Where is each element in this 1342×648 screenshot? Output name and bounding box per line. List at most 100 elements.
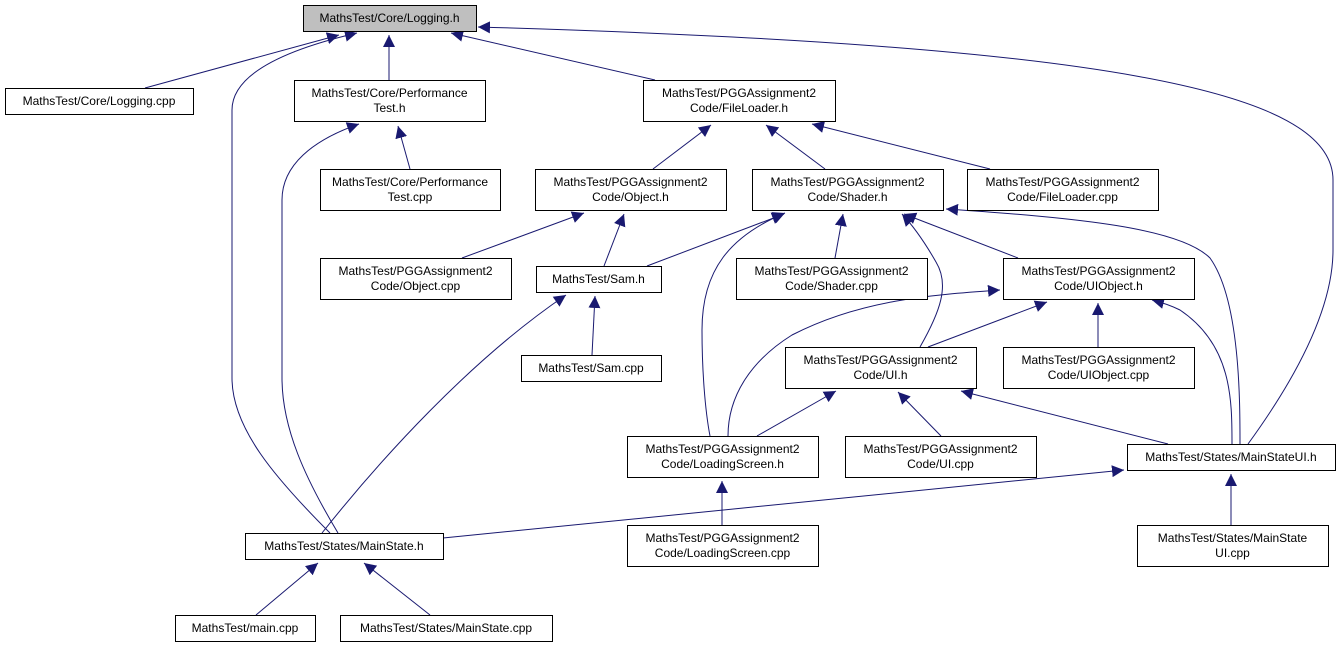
edge-uiobject_h-to-ui_h xyxy=(927,300,1048,348)
node-label: MathsTest/Sam.cpp xyxy=(538,361,644,375)
node-box xyxy=(245,533,444,560)
node-label: Code/Object.cpp xyxy=(371,279,461,293)
node-label: MathsTest/PGGAssignment2 xyxy=(645,442,799,456)
edge-logging_h-to-mainstate_h xyxy=(231,29,358,534)
edge-object_h-to-sam_h xyxy=(603,213,626,267)
node-label: MathsTest/PGGAssignment2 xyxy=(863,442,1017,456)
node-label: Code/Shader.cpp xyxy=(785,279,878,293)
edges-layer xyxy=(144,21,1334,616)
node-box xyxy=(1003,258,1195,300)
edge-perftest_h-to-mainstate_h xyxy=(281,122,360,534)
node-box xyxy=(340,615,553,642)
node-box xyxy=(536,266,662,293)
node-fileloader-h[interactable]: MathsTest/PGGAssignment2Code/FileLoader.… xyxy=(643,80,836,122)
node-label: MathsTest/PGGAssignment2 xyxy=(1021,264,1175,278)
node-label: MathsTest/PGGAssignment2 xyxy=(803,353,957,367)
edge-sam_h-to-sam_cpp xyxy=(588,295,601,356)
node-logging-h: MathsTest/Core/Logging.h xyxy=(303,5,477,32)
node-mainstateui-h[interactable]: MathsTest/States/MainStateUI.h xyxy=(1127,444,1336,471)
node-box xyxy=(5,88,194,115)
edge-mainstate_h-to-mainstate_cpp xyxy=(363,562,431,616)
node-label: MathsTest/PGGAssignment2 xyxy=(770,175,924,189)
node-box xyxy=(627,525,819,567)
edge-logging_h-to-logging_cpp xyxy=(144,32,340,89)
edge-ui_h-to-loadingscreen_h xyxy=(756,390,837,437)
node-loadingscreen-h[interactable]: MathsTest/PGGAssignment2Code/LoadingScre… xyxy=(627,436,819,478)
edge-shader_h-to-loadingscreen_h xyxy=(701,212,786,437)
node-box xyxy=(320,169,501,211)
node-label: MathsTest/PGGAssignment2 xyxy=(645,531,799,545)
edge-sam_h-to-mainstate_h xyxy=(321,294,567,534)
node-label: Code/LoadingScreen.cpp xyxy=(655,546,791,560)
node-label: UI.cpp xyxy=(1215,546,1250,560)
node-box xyxy=(643,80,836,122)
node-logging-cpp[interactable]: MathsTest/Core/Logging.cpp xyxy=(5,88,194,115)
node-loadingscreen-cpp[interactable]: MathsTest/PGGAssignment2Code/LoadingScre… xyxy=(627,525,819,567)
node-box xyxy=(320,258,512,300)
edge-ui_h-to-ui_cpp xyxy=(897,391,942,437)
edge-mainstate_h-to-main_cpp xyxy=(255,562,319,616)
node-label: Code/UI.h xyxy=(853,368,907,382)
node-box xyxy=(736,258,928,300)
node-label: MathsTest/States/MainStateUI.h xyxy=(1145,450,1316,464)
node-label: MathsTest/States/MainState.h xyxy=(264,539,423,553)
node-label: MathsTest/Sam.h xyxy=(552,272,645,286)
node-fileloader-cpp[interactable]: MathsTest/PGGAssignment2Code/FileLoader.… xyxy=(967,169,1159,211)
edge-mainstateui_h-to-mainstate_h xyxy=(442,465,1125,539)
node-box xyxy=(752,169,944,211)
node-label: Test.cpp xyxy=(388,190,433,204)
node-box xyxy=(1003,347,1195,389)
node-label: Code/Shader.h xyxy=(807,190,887,204)
edge-fileloader_h-to-object_h xyxy=(652,124,712,170)
edge-shader_h-to-shader_cpp xyxy=(834,213,847,259)
edge-perftest_h-to-perftest_cpp xyxy=(395,125,411,170)
node-label: Test.h xyxy=(373,101,405,115)
edge-logging_h-to-fileloader_h xyxy=(450,29,656,81)
node-uiobject-cpp[interactable]: MathsTest/PGGAssignment2Code/UIObject.cp… xyxy=(1003,347,1195,389)
edge-shader_h-to-sam_h xyxy=(646,212,785,267)
edge-logging_h-to-mainstateui_h xyxy=(477,21,1334,445)
node-label: MathsTest/States/MainState.cpp xyxy=(360,621,532,635)
node-label: MathsTest/States/MainState xyxy=(1158,531,1308,545)
node-label: MathsTest/Core/Logging.h xyxy=(319,11,459,25)
node-box xyxy=(175,615,316,642)
node-label: Code/FileLoader.h xyxy=(690,101,788,115)
edge-ui_h-to-mainstateui_h xyxy=(960,388,1169,445)
node-box xyxy=(967,169,1159,211)
node-box xyxy=(785,347,977,389)
edge-fileloader_h-to-fileloader_cpp xyxy=(811,121,991,170)
edge-uiobject_h-to-mainstateui_h xyxy=(1151,297,1233,445)
edge-fileloader_h-to-shader_h xyxy=(765,124,826,170)
node-label: Code/LoadingScreen.h xyxy=(661,457,784,471)
edge-uiobject_h-to-loadingscreen_h xyxy=(727,284,1001,437)
edge-object_h-to-object_cpp xyxy=(461,211,585,259)
node-box xyxy=(535,169,727,211)
node-mainstate-h[interactable]: MathsTest/States/MainState.h xyxy=(245,533,444,560)
node-label: MathsTest/PGGAssignment2 xyxy=(553,175,707,189)
node-label: Code/Object.h xyxy=(592,190,669,204)
edge-shader_h-to-uiobject_h xyxy=(903,212,1019,259)
node-label: MathsTest/Core/Performance xyxy=(311,86,467,100)
node-mainstateui-cpp[interactable]: MathsTest/States/MainStateUI.cpp xyxy=(1137,525,1329,567)
node-box xyxy=(1137,525,1329,567)
node-sam-h[interactable]: MathsTest/Sam.h xyxy=(536,266,662,293)
node-mainstate-cpp[interactable]: MathsTest/States/MainState.cpp xyxy=(340,615,553,642)
node-box xyxy=(294,80,486,122)
node-main-cpp[interactable]: MathsTest/main.cpp xyxy=(175,615,316,642)
node-label: MathsTest/PGGAssignment2 xyxy=(338,264,492,278)
node-label: MathsTest/PGGAssignment2 xyxy=(985,175,1139,189)
node-sam-cpp[interactable]: MathsTest/Sam.cpp xyxy=(521,355,662,382)
node-box xyxy=(627,436,819,478)
node-label: Code/FileLoader.cpp xyxy=(1007,190,1118,204)
node-box xyxy=(845,436,1037,478)
